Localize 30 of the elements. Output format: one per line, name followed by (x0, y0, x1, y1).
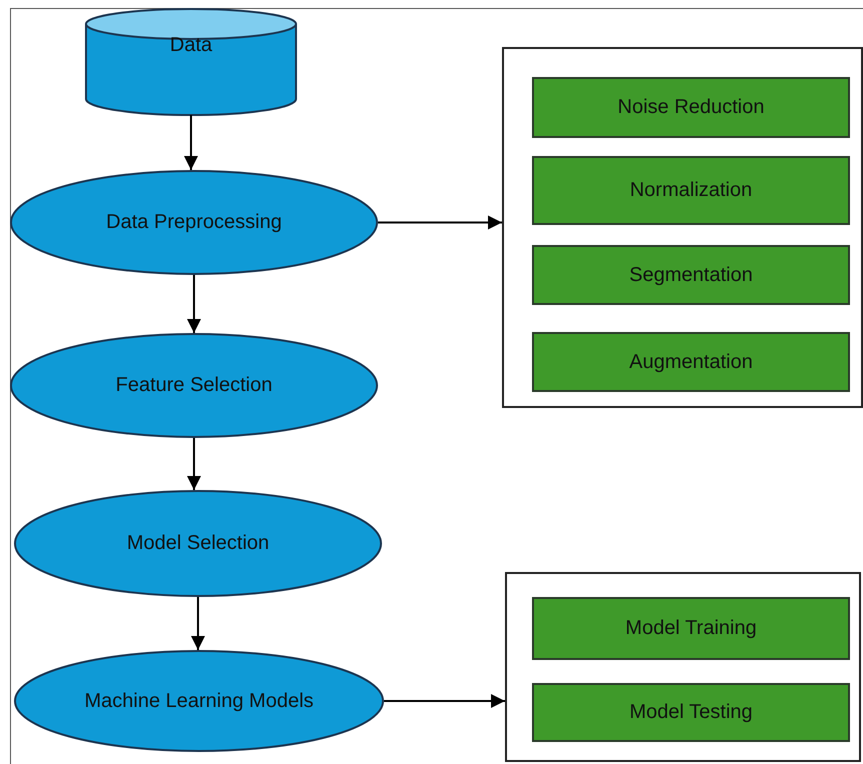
arrow (384, 694, 505, 708)
node-label: Segmentation (629, 264, 753, 286)
arrow (191, 597, 205, 650)
node-label: Model Selection (126, 532, 270, 555)
node-label: Feature Selection (116, 374, 272, 397)
process-ellipse (10, 170, 378, 275)
node-label: Machine Learning Models (84, 690, 314, 712)
step-box (532, 245, 850, 305)
arrow (187, 275, 201, 333)
node-label: Model Training (625, 617, 757, 640)
arrow (378, 216, 502, 230)
node-label: Augmentation (629, 350, 753, 374)
process-ellipse (10, 333, 378, 438)
node-label: Data Preprocessing (106, 211, 282, 234)
step-box (532, 156, 850, 225)
process-ellipse (14, 490, 382, 597)
arrow (184, 115, 198, 170)
step-box (532, 77, 850, 138)
group-box (502, 47, 863, 408)
database-cylinder (85, 8, 297, 115)
group-box (505, 572, 861, 762)
process-ellipse (14, 650, 384, 752)
node-label: Noise Reduction (618, 96, 764, 119)
arrow (187, 438, 201, 490)
step-box (532, 332, 850, 392)
node-label: Normalization (630, 179, 752, 202)
step-box (532, 597, 850, 660)
node-label: Model Testing (629, 701, 753, 724)
step-box (532, 683, 850, 742)
node-label: Data (170, 34, 212, 57)
